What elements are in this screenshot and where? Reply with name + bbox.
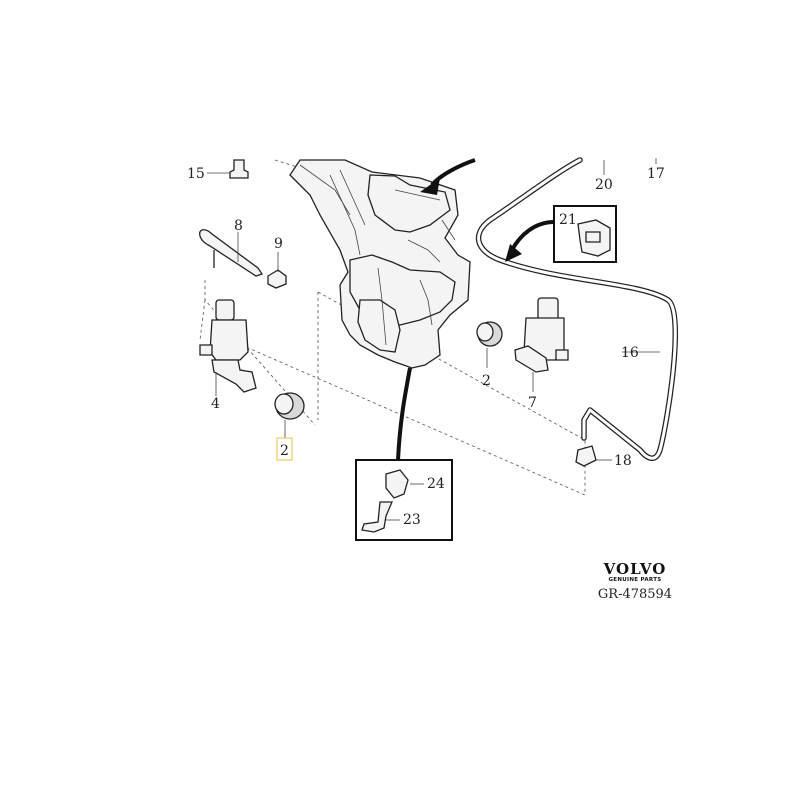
filler-arrow bbox=[420, 158, 476, 195]
detail-box-24-23 bbox=[355, 459, 453, 541]
callout-24[interactable]: 24 bbox=[427, 476, 445, 492]
callout-20[interactable]: 20 bbox=[595, 177, 613, 193]
callout-2-left[interactable]: 2 bbox=[280, 443, 289, 459]
nut-9 bbox=[267, 252, 287, 289]
connector-18 bbox=[575, 445, 612, 467]
pump-7 bbox=[514, 297, 569, 392]
highlight-box bbox=[276, 437, 293, 461]
callout-16[interactable]: 16 bbox=[621, 345, 639, 361]
brand-name: VOLVO bbox=[603, 560, 667, 578]
grommet-2-right bbox=[476, 321, 503, 368]
callout-8[interactable]: 8 bbox=[234, 218, 243, 234]
callout-7[interactable]: 7 bbox=[528, 395, 537, 411]
callout-18[interactable]: 18 bbox=[614, 453, 632, 469]
callout-21[interactable]: 21 bbox=[559, 212, 577, 228]
rod-8 bbox=[199, 229, 264, 277]
callout-9[interactable]: 9 bbox=[274, 236, 283, 252]
assembly-dashed-lines bbox=[199, 159, 586, 496]
volvo-logo: VOLVO GENUINE PARTS bbox=[598, 562, 672, 584]
grommet-2-left bbox=[274, 392, 305, 438]
brand-subtitle: GENUINE PARTS bbox=[608, 577, 662, 583]
pump-4 bbox=[199, 299, 257, 396]
callout-4[interactable]: 4 bbox=[211, 396, 220, 412]
callout-17[interactable]: 17 bbox=[647, 166, 665, 182]
bolt-15 bbox=[207, 159, 249, 179]
hose-16 bbox=[475, 157, 679, 461]
callout-23[interactable]: 23 bbox=[403, 512, 421, 528]
detail-box-21 bbox=[505, 205, 617, 263]
callout-15[interactable]: 15 bbox=[187, 166, 205, 182]
bottom-arrow bbox=[396, 367, 412, 461]
washer-reservoir bbox=[289, 159, 471, 369]
diagram-reference: GR-478594 bbox=[597, 587, 673, 602]
hose-end-leaders bbox=[603, 158, 657, 175]
callout-2-right[interactable]: 2 bbox=[482, 373, 491, 389]
